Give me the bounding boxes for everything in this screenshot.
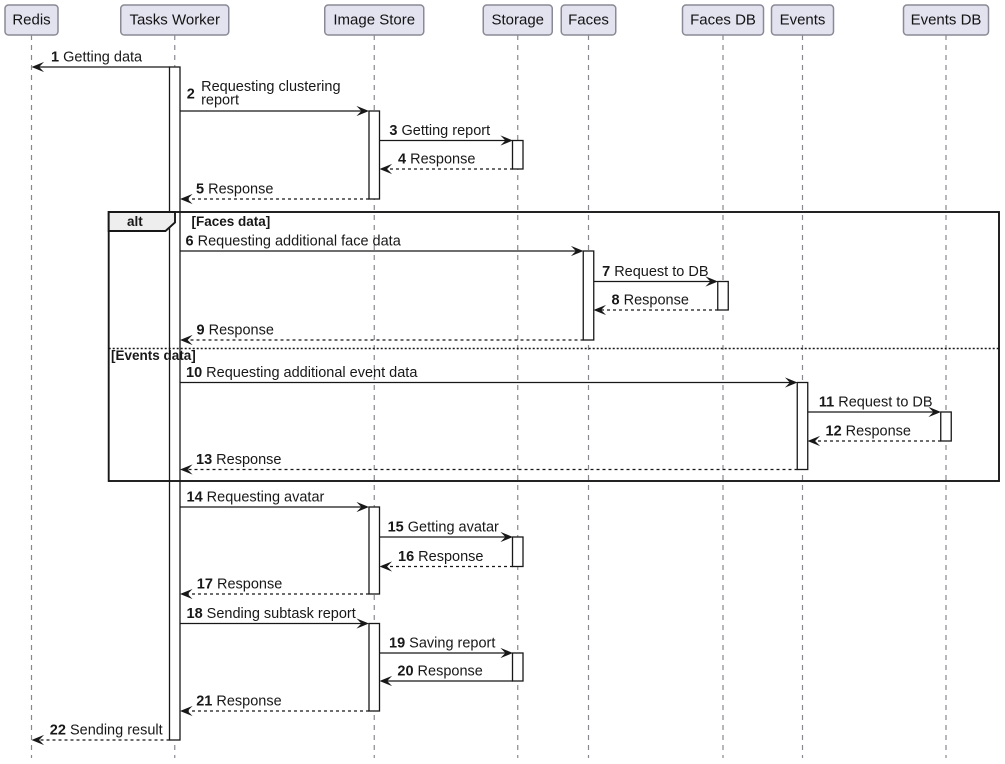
svg-text:Faces DB: Faces DB [690,12,756,29]
svg-text:[Faces data]: [Faces data] [192,214,271,229]
svg-text:report: report [201,93,239,109]
svg-text:3 Getting report: 3 Getting report [389,123,490,139]
svg-text:4 Response: 4 Response [398,152,475,168]
svg-text:Tasks Worker: Tasks Worker [129,12,220,29]
svg-text:22 Sending result: 22 Sending result [50,723,163,739]
svg-text:13 Response: 13 Response [196,452,281,468]
svg-text:Storage: Storage [491,12,544,29]
svg-text:14 Requesting avatar: 14 Requesting avatar [187,490,325,506]
svg-text:11 Request to DB: 11 Request to DB [819,395,933,411]
svg-text:8 Response: 8 Response [612,293,689,309]
svg-text:[Events data]: [Events data] [111,348,196,363]
svg-text:alt: alt [127,214,143,229]
svg-text:Faces: Faces [568,12,609,29]
svg-text:10 Requesting additional event: 10 Requesting additional event data [186,365,418,381]
svg-text:18 Sending subtask report: 18 Sending subtask report [187,606,356,622]
svg-text:1 Getting data: 1 Getting data [51,50,143,66]
svg-text:12 Response: 12 Response [826,424,911,440]
svg-text:6 Requesting additional face d: 6 Requesting additional face data [186,234,402,250]
svg-text:17 Response: 17 Response [197,577,282,593]
svg-text:Image Store: Image Store [333,12,415,29]
svg-text:21 Response: 21 Response [196,694,281,710]
svg-text:15 Getting avatar: 15 Getting avatar [388,520,499,536]
svg-text:16 Response: 16 Response [398,549,483,565]
svg-text:Requesting clustering: Requesting clustering [201,79,340,95]
svg-text:Redis: Redis [12,12,50,29]
svg-text:Events: Events [780,12,826,29]
svg-text:2: 2 [187,87,195,103]
svg-text:5 Response: 5 Response [196,182,273,198]
svg-text:Events DB: Events DB [911,12,982,29]
svg-text:20 Response: 20 Response [397,664,482,680]
svg-text:19 Saving report: 19 Saving report [389,636,495,652]
svg-text:7 Request to DB: 7 Request to DB [602,264,708,280]
svg-text:9 Response: 9 Response [197,323,274,339]
